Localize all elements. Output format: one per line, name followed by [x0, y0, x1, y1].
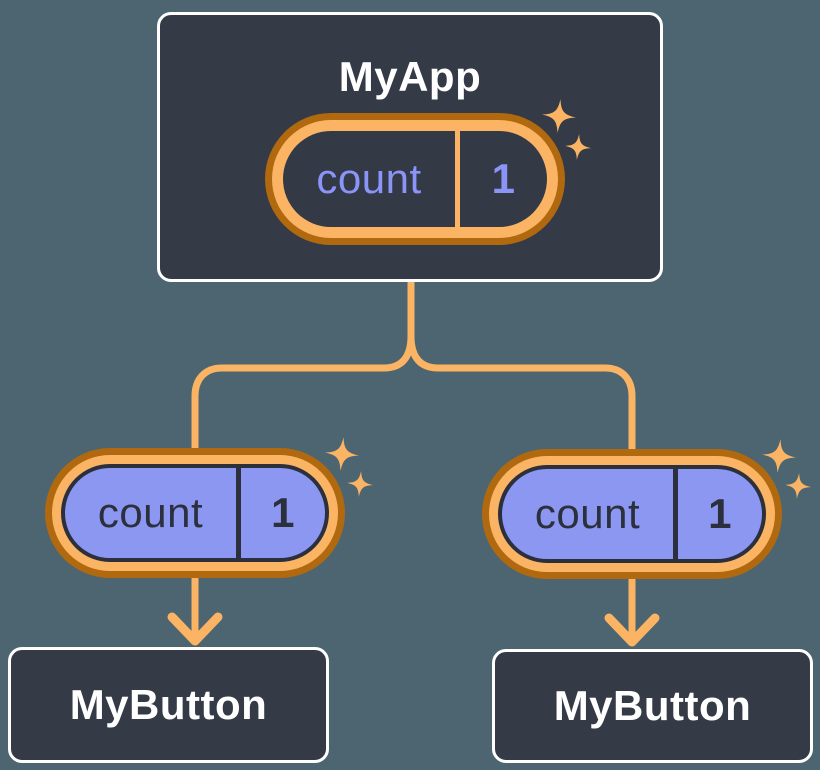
- state-pill-left-child: count 1: [45, 448, 345, 578]
- state-pill-right-child: count 1: [482, 449, 782, 579]
- component-box-mybutton-left: MyButton: [8, 647, 329, 763]
- state-pill-divider: [455, 131, 460, 227]
- component-title-myapp: MyApp: [338, 53, 482, 100]
- state-pill-body: count 1: [61, 464, 329, 562]
- state-pill-root: count 1: [265, 113, 565, 245]
- component-box-myapp: MyApp count 1: [157, 12, 663, 282]
- sparkle-icon: [785, 473, 811, 499]
- state-value-label: 1: [708, 490, 732, 537]
- state-name-label: count: [97, 489, 204, 536]
- component-title-mybutton-left: MyButton: [69, 681, 268, 728]
- arrow-down-icon: [604, 613, 660, 647]
- state-pill-ring: count 1: [272, 120, 558, 238]
- state-pill-ring: count 1: [489, 456, 775, 572]
- arrow-down-icon: [167, 612, 223, 646]
- state-pill-body: count 1: [498, 465, 766, 563]
- state-value-label: 1: [491, 155, 516, 202]
- sparkle-icon: [762, 439, 796, 473]
- sparkle-icon: [347, 471, 373, 497]
- state-pill-body: count 1: [283, 131, 547, 227]
- state-name-label: count: [316, 155, 422, 202]
- component-title-mybutton-right: MyButton: [553, 682, 752, 729]
- state-pill-ring: count 1: [52, 455, 338, 571]
- state-value-label: 1: [271, 489, 295, 536]
- component-box-mybutton-right: MyButton: [492, 649, 813, 763]
- state-pill-divider: [673, 469, 678, 559]
- state-name-label: count: [534, 490, 641, 537]
- sparkle-icon: [325, 437, 359, 471]
